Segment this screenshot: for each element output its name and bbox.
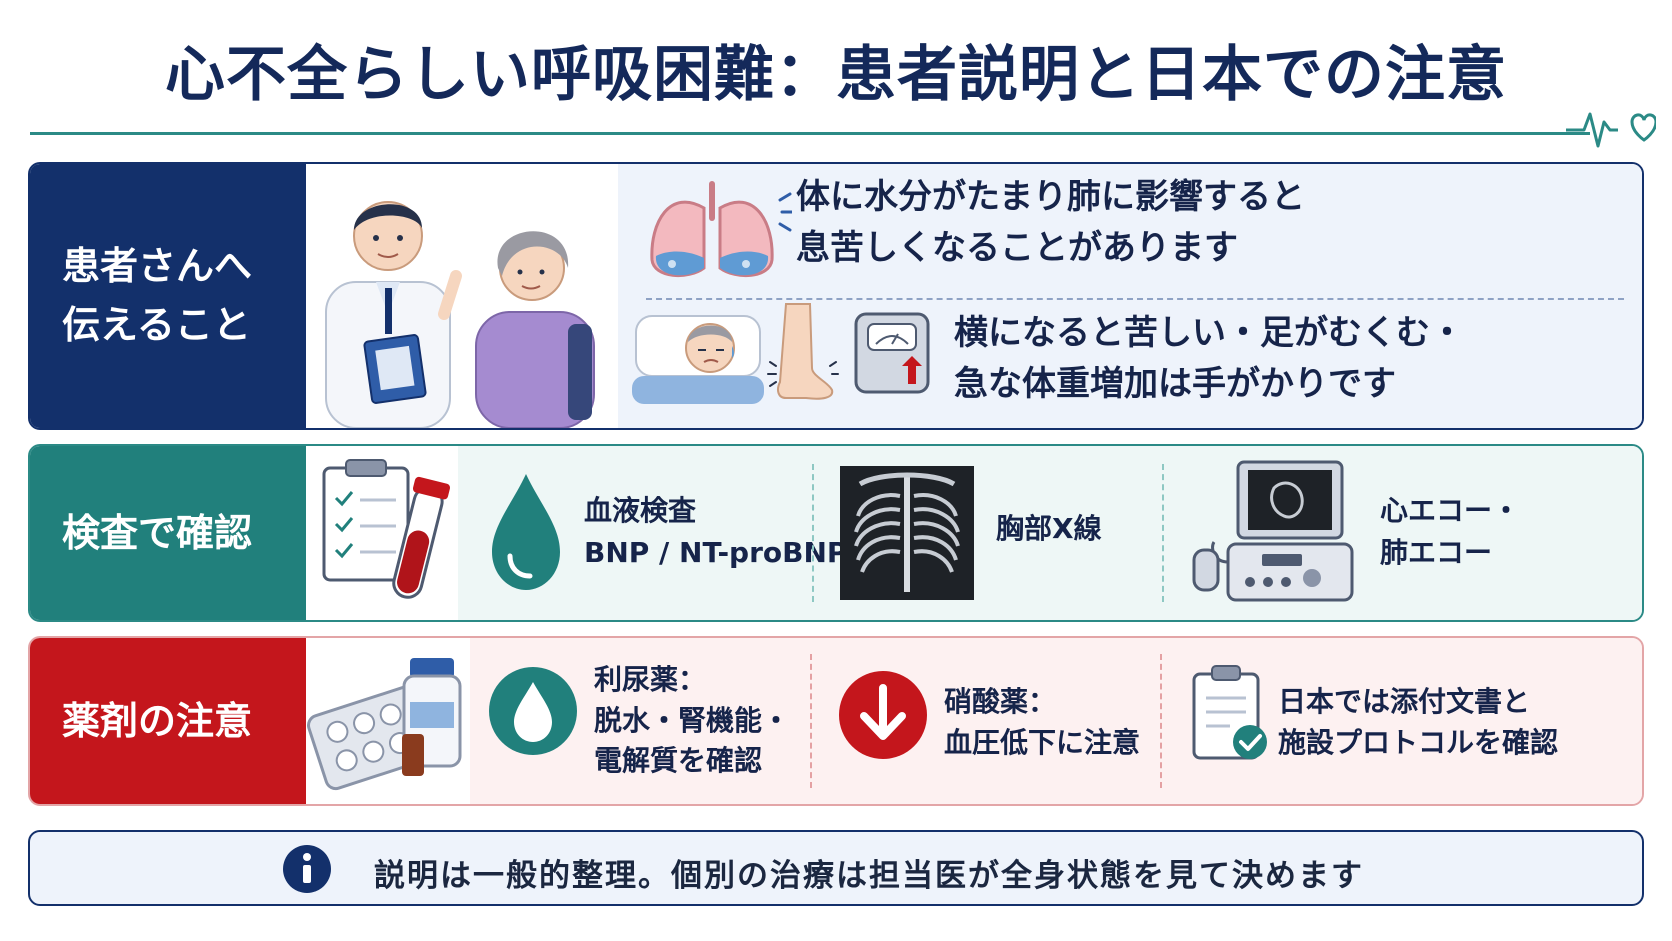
drugs-section: 薬剤の注意 利尿薬： 脱水・腎機能・ 電解質を確認 (28, 636, 1644, 806)
disclaimer-note: 説明は一般的整理。個別の治療は担当医が全身状態を見て決めます (28, 830, 1644, 906)
water-drop-icon (489, 667, 577, 755)
tests-separator (1162, 464, 1164, 602)
tests-section: 検査で確認 血液検査 BNP / NT-proBNP (28, 444, 1644, 622)
lungs-icon (650, 181, 792, 278)
checklist-blood-tube-icon (306, 446, 458, 620)
pills-bottle-icon (306, 638, 470, 804)
drugs-separator (1160, 654, 1162, 788)
protocol-text: 日本では添付文書と 施設プロトコルを確認 (1278, 685, 1559, 759)
drugs-section-label: 薬剤の注意 (30, 638, 306, 804)
ultrasound-machine-icon (1192, 460, 1354, 602)
arrow-down-icon (839, 671, 927, 759)
patient-points: 体に水分がたまり肺に影響すると 息苦しくなることがあります (618, 164, 1642, 428)
tests-section-label: 検査で確認 (30, 446, 306, 620)
info-icon (283, 845, 331, 893)
section-divider (646, 298, 1624, 300)
nitrate-text: 硝酸薬： 血圧低下に注意 (944, 685, 1141, 759)
blood-drop-icon (492, 474, 560, 590)
title-underline (30, 132, 1590, 135)
diuretic-text: 利尿薬： 脱水・腎機能・ 電解質を確認 (594, 663, 791, 778)
fluid-lung-explanation: 体に水分がたまり肺に影響すると 息苦しくなることがあります (796, 177, 1305, 268)
drugs-separator (810, 654, 812, 788)
echo-text: 心エコー・ 肺エコー (1380, 494, 1521, 569)
symptom-clues: 横になると苦しい・足がむくむ・ 急な体重増加は手がかりです (954, 313, 1464, 404)
tests-separator (812, 464, 814, 602)
scale-icon (854, 312, 930, 394)
swollen-foot-icon (767, 303, 839, 400)
doctor-patient-illustration (306, 164, 618, 428)
chest-xray-text: 胸部X線 (996, 512, 1102, 545)
chest-xray-icon (840, 466, 974, 600)
patient-explanation-section: 患者さんへ 伝えること (28, 162, 1644, 430)
page-title: 心不全らしい呼吸困難：患者説明と日本での注意 (165, 40, 1507, 110)
drugs-items: 利尿薬： 脱水・腎機能・ 電解質を確認 硝酸薬： 血圧低下に注意 日本では添付文… (470, 638, 1642, 804)
heartbeat-icon (1566, 112, 1656, 148)
patient-section-label: 患者さんへ 伝えること (30, 164, 306, 428)
lying-patient-icon (632, 315, 764, 404)
blood-test-text: 血液検査 BNP / NT-proBNP (584, 494, 848, 569)
disclaimer-text: 説明は一般的整理。個別の治療は担当医が全身状態を見て決めます (374, 858, 1364, 894)
tests-items: 血液検査 BNP / NT-proBNP 胸部X線 (462, 446, 1642, 620)
clipboard-check-icon (1192, 665, 1267, 760)
